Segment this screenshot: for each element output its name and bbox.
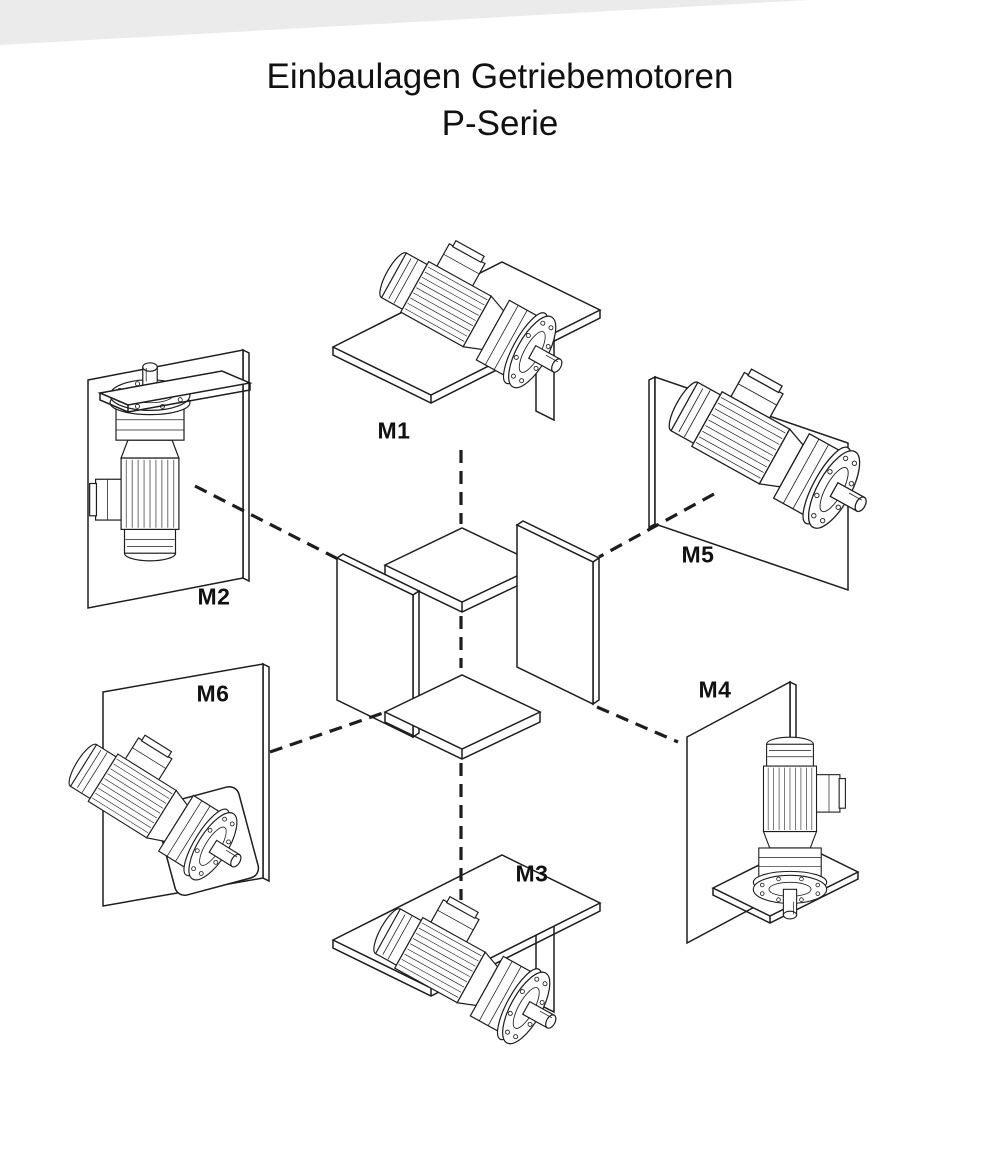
- position-m6-illustration: [56, 662, 271, 907]
- position-m4-illustration: [686, 680, 860, 945]
- label-m4: M4: [698, 676, 732, 703]
- leader-lines: [194, 450, 715, 900]
- center-plate-bottom: [383, 674, 542, 760]
- label-m2: M2: [197, 583, 231, 610]
- label-m1: M1: [377, 417, 411, 444]
- position-m2-illustration: [87, 348, 253, 609]
- page-subtitle: P-Serie: [441, 104, 559, 143]
- position-m5-illustration: [648, 344, 897, 592]
- center-structure: [335, 520, 601, 760]
- position-m1-illustration: [331, 218, 602, 422]
- label-m5: M5: [681, 541, 715, 568]
- dashed-leader-m6: [269, 711, 384, 754]
- label-m6: M6: [196, 680, 230, 707]
- page-title: Einbaulagen Getriebemotoren: [266, 57, 734, 96]
- center-plate-right: [515, 520, 601, 706]
- m3-ceiling-plate-edge: [332, 903, 601, 997]
- m5-wall-plate-edge: [648, 375, 656, 529]
- dashed-leader-m2: [194, 484, 339, 561]
- m1-base-plate-edge: [332, 310, 601, 404]
- title-block: Einbaulagen Getriebemotoren P-Serie: [0, 55, 1000, 146]
- dashed-leader-m5: [598, 492, 715, 559]
- label-m3: M3: [515, 860, 549, 887]
- m4-base-angle-edge: [712, 872, 859, 924]
- m6-wall-plate-edge: [262, 662, 270, 883]
- position-m3-illustration: [331, 854, 602, 1060]
- dashed-leader-m4: [596, 705, 679, 744]
- m2-shelf-bracket-edge: [99, 383, 251, 413]
